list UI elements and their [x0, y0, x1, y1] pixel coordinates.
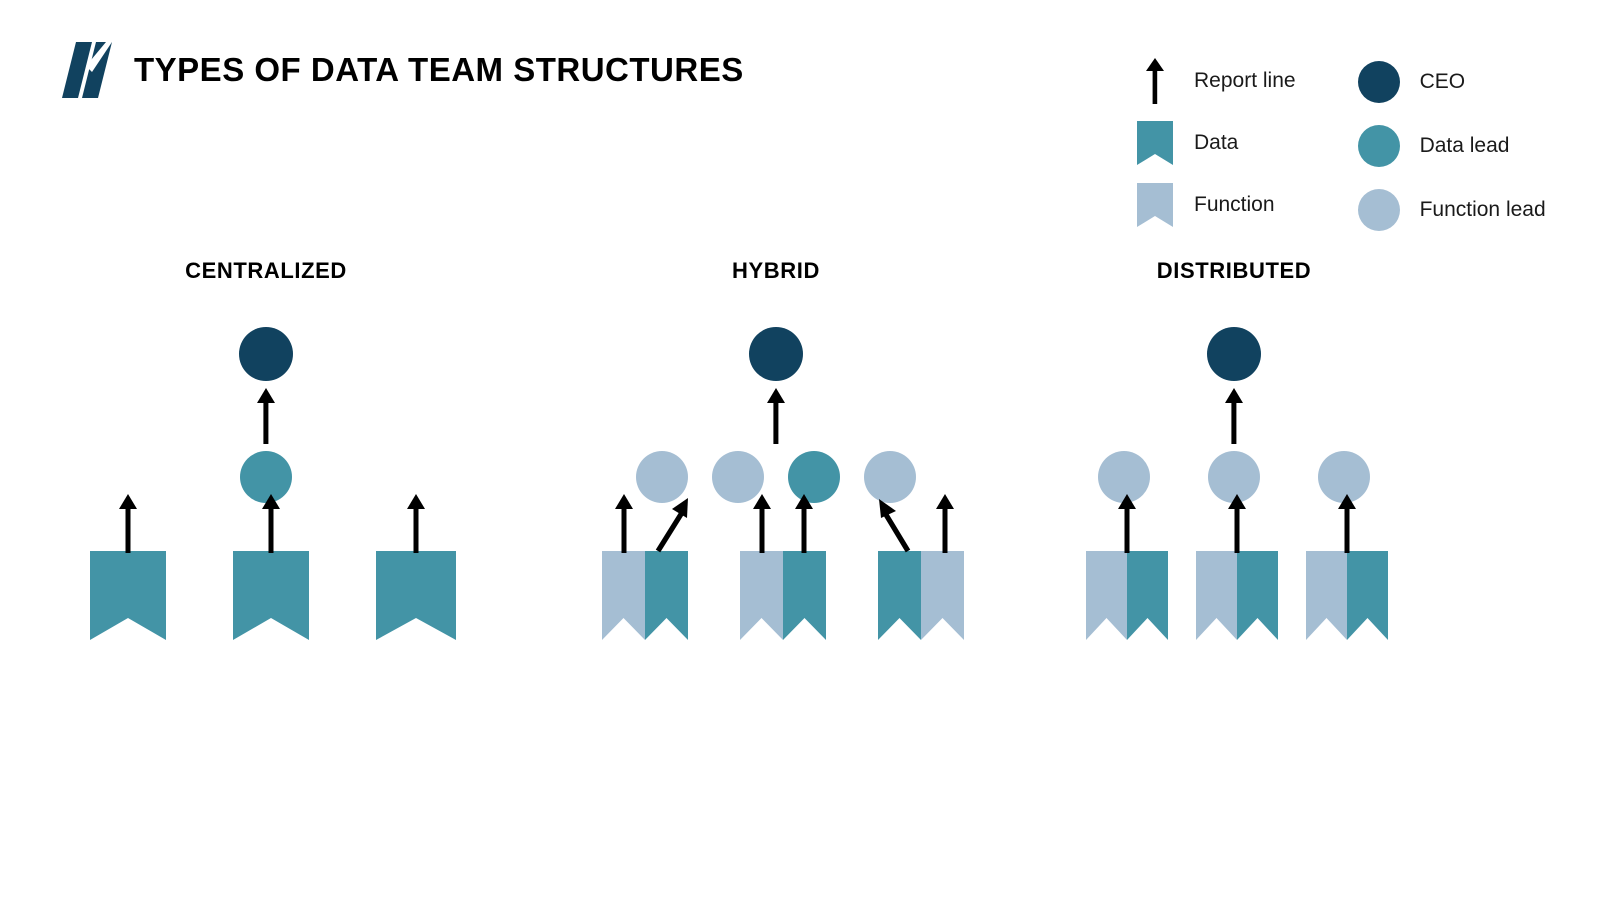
ceo-node	[1207, 327, 1261, 381]
legend-label-report-line: Report line	[1194, 69, 1296, 92]
team-arrow-set	[376, 493, 456, 553]
header: TYPES OF DATA TEAM STRUCTURES	[62, 42, 744, 98]
column-heading-hybrid: HYBRID	[732, 258, 820, 283]
legend-label-data: Data	[1194, 131, 1239, 154]
team-group	[233, 494, 309, 640]
circle-icon	[1356, 125, 1402, 167]
team-banner-function	[921, 551, 964, 640]
leads-row	[1072, 451, 1396, 503]
lead-node-function-lead	[1208, 451, 1260, 503]
team-group	[602, 494, 688, 640]
ceo-node	[239, 327, 293, 381]
teams-row	[590, 494, 964, 640]
lead-node-function-lead	[712, 451, 764, 503]
team-group	[376, 494, 456, 640]
team-banner-data	[1237, 551, 1278, 640]
team-banner-function	[1306, 551, 1347, 640]
legend: Report line Data Function	[1134, 50, 1546, 242]
team-banner-function	[740, 551, 783, 640]
team-group	[878, 494, 964, 640]
lead-node-function-lead	[864, 451, 916, 503]
team-arrow-set	[90, 493, 166, 553]
ceo-node	[749, 327, 803, 381]
legend-item-ceo: CEO	[1356, 50, 1546, 114]
legend-item-function-lead: Function lead	[1356, 178, 1546, 242]
legend-label-data-lead: Data lead	[1419, 134, 1510, 157]
lead-node-data-lead	[788, 451, 840, 503]
team-arrow-set	[878, 493, 964, 553]
team-arrow-set	[1306, 493, 1388, 553]
team-banner-data	[1127, 551, 1168, 640]
team-banner-data	[90, 551, 166, 640]
ceo-report-arrow	[1072, 381, 1396, 451]
ceo-row	[1072, 327, 1396, 381]
team-arrow-set	[233, 493, 309, 553]
team-banner-data	[376, 551, 456, 640]
legend-item-function: Function	[1134, 174, 1296, 236]
structure-column-hybrid: HYBRID	[590, 258, 964, 640]
team-banner-data	[233, 551, 309, 640]
banner-icon	[1134, 121, 1176, 165]
legend-label-function: Function	[1194, 193, 1275, 216]
up-arrow-icon	[1134, 58, 1176, 104]
leads-row	[590, 451, 962, 503]
lead-node-function-lead	[1318, 451, 1370, 503]
slanted-double-bar-logo	[62, 42, 112, 98]
team-arrow-set	[1196, 493, 1278, 553]
team-group	[1306, 494, 1388, 640]
column-heading-distributed: DISTRIBUTED	[1156, 258, 1312, 283]
legend-item-report-line: Report line	[1134, 50, 1296, 112]
ceo-row	[590, 327, 962, 381]
page-title: TYPES OF DATA TEAM STRUCTURES	[134, 51, 744, 88]
team-arrow-set	[740, 493, 826, 553]
legend-column-roles: CEO Data lead Function lead	[1356, 50, 1546, 242]
team-group	[1196, 494, 1278, 640]
lead-node-function-lead	[1098, 451, 1150, 503]
team-arrow-set	[602, 493, 688, 553]
teams-row	[1072, 494, 1396, 640]
team-banner-function	[1086, 551, 1127, 640]
team-banner-data	[1347, 551, 1388, 640]
team-group	[740, 494, 826, 640]
team-group	[1086, 494, 1168, 640]
structure-column-centralized: CENTRALIZED	[78, 258, 456, 640]
team-banner-data	[645, 551, 688, 640]
teams-row	[78, 494, 456, 640]
ceo-report-arrow	[78, 381, 454, 451]
legend-item-data-lead: Data lead	[1356, 114, 1546, 178]
lead-node-function-lead	[636, 451, 688, 503]
legend-label-function-lead: Function lead	[1419, 198, 1546, 221]
ceo-report-arrow	[590, 381, 962, 451]
column-heading-centralized: CENTRALIZED	[185, 258, 347, 283]
ceo-row	[78, 327, 454, 381]
circle-icon	[1356, 189, 1402, 231]
legend-label-ceo: CEO	[1419, 70, 1466, 93]
circle-icon	[1356, 61, 1402, 103]
legend-item-data: Data	[1134, 112, 1296, 174]
team-banner-function	[1196, 551, 1237, 640]
structure-column-distributed: DISTRIBUTED	[1072, 258, 1396, 640]
team-group	[90, 494, 166, 640]
team-arrow-set	[1086, 493, 1168, 553]
legend-column-symbols: Report line Data Function	[1134, 50, 1296, 242]
team-banner-data	[878, 551, 921, 640]
lead-node-data-lead	[240, 451, 292, 503]
team-banner-data	[783, 551, 826, 640]
banner-icon	[1134, 183, 1176, 227]
team-banner-function	[602, 551, 645, 640]
leads-row	[78, 451, 454, 503]
